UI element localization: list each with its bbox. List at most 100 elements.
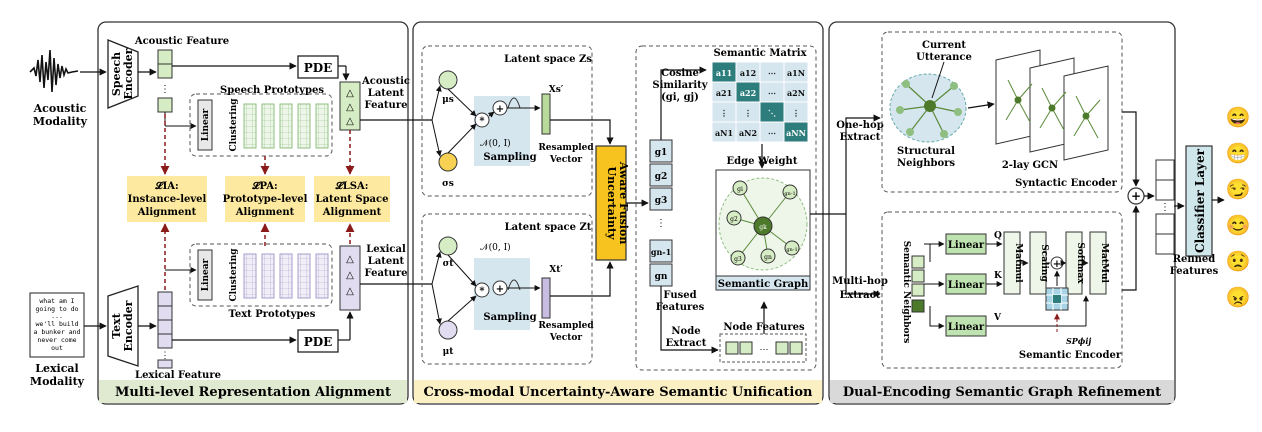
- pde-top: PDE: [297, 55, 339, 79]
- svg-text:⋮: ⋮: [160, 84, 170, 95]
- matrix-cell-label: a2N: [787, 88, 805, 98]
- matrix-cell-label: a1N: [787, 68, 805, 78]
- semantic-encoder-label: Semantic Encoder: [1019, 350, 1122, 361]
- sigma-s-label: σs: [442, 179, 454, 189]
- cosine-label-2: Similarity: [652, 80, 708, 91]
- structural-neighbors-1: Structural: [897, 146, 955, 157]
- graph-node: g3: [734, 256, 742, 263]
- acoustic-latent-label-2: Latent: [368, 88, 405, 99]
- svg-text:+: +: [1053, 259, 1061, 270]
- lexical-feature-label: Lexical Feature: [135, 370, 221, 381]
- svg-text:△: △: [346, 270, 354, 281]
- acoustic-feature-label: Acoustic Feature: [134, 36, 229, 47]
- svg-text:△: △: [346, 116, 354, 127]
- matrix-cell-label: a22: [740, 88, 756, 98]
- current-utterance-1: Current: [922, 40, 966, 51]
- node-extract-label-1: Node: [671, 326, 700, 337]
- g-node: g3: [655, 196, 668, 206]
- loss-ia-text-2: Alignment: [137, 207, 197, 218]
- svg-text:+: +: [496, 104, 504, 115]
- semantic-neighbors-label: Semantic Neighbors: [901, 241, 911, 344]
- fused-node-stack: g1 g2 g3 ⋮ gn-1 gn: [649, 139, 673, 287]
- matrix-cell-label: ⋯: [768, 128, 776, 138]
- acoustic-latent-label-3: Feature: [365, 100, 408, 111]
- k-label: K: [994, 271, 1003, 281]
- graph-node: gn: [764, 254, 772, 261]
- linear-k-label: Linear: [948, 280, 985, 291]
- resampled-s-1: Resampled: [538, 143, 594, 153]
- node-feature-cubes: ⋯: [719, 333, 807, 363]
- pde-top-label: PDE: [304, 61, 333, 75]
- graph-node: gn-1: [786, 247, 797, 253]
- svg-text:+: +: [1131, 189, 1141, 203]
- svg-text:⋮: ⋮: [1160, 202, 1170, 213]
- xs-label: Xs′: [549, 85, 564, 95]
- speech-prototypes-box: Linear Clustering: [189, 93, 333, 157]
- sp-label: SPϕij: [1066, 336, 1091, 346]
- speech-prototypes-label: Speech Prototypes: [220, 85, 324, 96]
- lexical-latent-label-1: Lexical: [366, 244, 406, 255]
- syntactic-encoder: Syntactic Encoder Current Utterance Stru…: [881, 31, 1123, 193]
- g-node: gn-1: [651, 247, 671, 257]
- one-hop-label-2: Extract: [840, 132, 881, 143]
- q-label: Q: [994, 231, 1002, 241]
- text-linear-label: Linear: [201, 258, 211, 291]
- graph-node: gn-1: [784, 191, 795, 197]
- resampled-t-1: Resampled: [538, 321, 594, 331]
- svg-text:△: △: [346, 254, 354, 265]
- loss-pa-label: 𝓛PA:: [251, 180, 278, 192]
- normal-s-label: 𝒩(0, I): [480, 138, 511, 149]
- lexical-feature-stack: ⋮: [157, 291, 173, 369]
- pde-bottom: PDE: [297, 329, 339, 353]
- emoji-icon: 😊: [1226, 213, 1251, 237]
- matrix-cell-label: aN1: [715, 128, 733, 138]
- cosine-label-1: Cosine: [661, 68, 699, 79]
- matrix-cell-label: ⋯: [768, 88, 776, 98]
- text-prototypes-box: Linear Clustering: [189, 243, 333, 307]
- refined-label-1: Refined: [1173, 254, 1216, 265]
- resampled-t-2: Vector: [549, 333, 583, 343]
- one-hop-label-1: One-hop: [836, 120, 883, 131]
- semantic-encoder: Semantic Encoder Semantic Neighbors Line…: [881, 211, 1123, 369]
- node-features-label: Node Features: [723, 322, 805, 333]
- text-encoder-label-2: Encoder: [122, 300, 135, 351]
- panel-left: Multi-level Representation Alignment: [97, 21, 409, 405]
- transcript-line: going to do: [35, 305, 78, 313]
- acoustic-latent-label-1: Acoustic: [361, 76, 410, 87]
- svg-text:⋯: ⋯: [760, 345, 769, 355]
- semantic-matrix-title: Semantic Matrix: [713, 48, 807, 59]
- matrix-cell-label: ⋮: [720, 108, 728, 118]
- xt-label: Xt′: [549, 265, 563, 275]
- loss-lsa-label: 𝓛LSA:: [335, 180, 369, 192]
- pde-bottom-label: PDE: [304, 335, 333, 349]
- graph-node: gk: [759, 224, 767, 231]
- speech-linear-label: Linear: [201, 108, 211, 141]
- matrix-cell-label: a21: [716, 88, 732, 98]
- acoustic-modality-label-2: Modality: [33, 115, 88, 128]
- transcript-line: a bunker and: [34, 328, 81, 336]
- g-node: gn: [655, 272, 668, 282]
- transcript-box: what am I going to do ... we'll build a …: [29, 292, 85, 358]
- g-node: ⋮: [656, 218, 666, 229]
- latent-t-title: Latent space Zt: [505, 222, 592, 233]
- matrix-cell-label: aNN: [786, 128, 806, 138]
- matrix-cell-label: ⋱: [768, 108, 776, 118]
- matrix-cell-label: ⋮: [792, 108, 800, 118]
- linear-q-label: Linear: [948, 240, 985, 251]
- sampling-t-label: Sampling: [483, 312, 536, 323]
- refined-feature-stack: ⋮: [1155, 159, 1175, 255]
- matrix-cell: [783, 121, 809, 143]
- sp-matrix: [1045, 287, 1069, 311]
- loss-ia-text-1: Instance-level: [128, 194, 207, 205]
- svg-text:*: *: [479, 286, 485, 297]
- loss-pa-text-2: Alignment: [235, 207, 295, 218]
- transcript-line: what am I: [39, 297, 74, 305]
- mu-t-label: μt: [443, 347, 455, 357]
- panel-right-title: Dual-Encoding Semantic Graph Refinement: [843, 385, 1161, 400]
- matrix-cell-label: a11: [716, 68, 732, 78]
- speech-encoder-label-1: Speech: [110, 52, 123, 96]
- loss-pa-box: 𝓛PA: Prototype-level Alignment: [223, 176, 308, 222]
- emoji-icon: 😟: [1226, 249, 1251, 273]
- softmax-label: Softmax: [1075, 242, 1085, 284]
